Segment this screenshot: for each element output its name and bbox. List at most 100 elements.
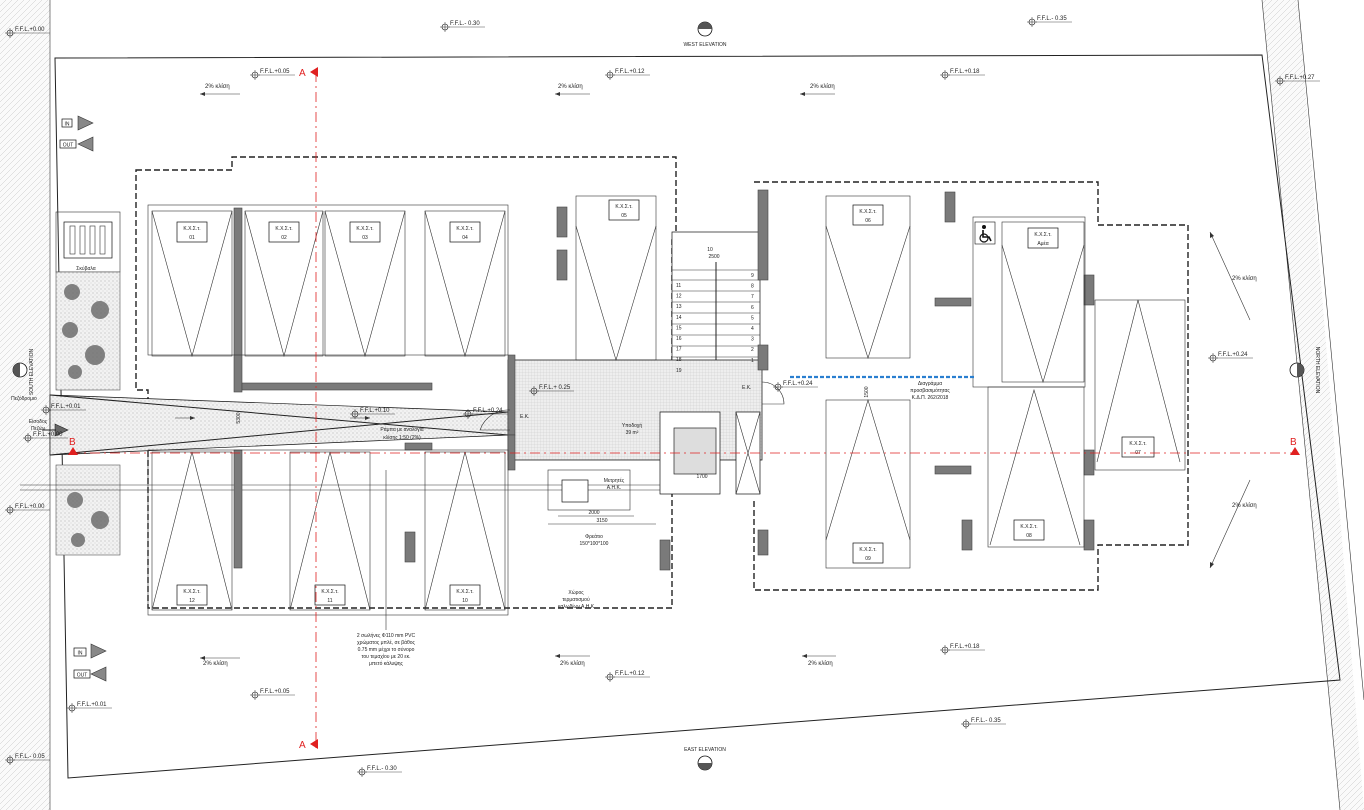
stair-number: 19 [676,368,682,374]
bay-label-text: Κ.Χ.Σ.τ. [1129,441,1146,447]
pvc-note-2: χρώματος μπλέ, σε βάθος [357,639,415,646]
level-marker-label: F.F.L.- 0.05 [15,754,45,760]
bay-label-12: Κ.Χ.Σ.τ. 12 [176,584,208,606]
stair-number: 17 [676,347,682,353]
bay-label-01: Κ.Χ.Σ.τ. 01 [176,221,208,243]
bay-label-05: Κ.Χ.Σ.τ. 05 [608,199,640,221]
stair-number: 2 [751,347,754,353]
south-elevation-label: SOUTH ELEVATION [29,349,35,396]
cable-room-label-3: καλωδίων Α.Η.Κ [558,604,595,610]
stair-number: 9 [751,273,754,279]
in-arrow-top [61,115,94,131]
dimension-1700: 1700 [696,474,707,480]
bay-07-outline [1094,299,1186,471]
bay-label-text: Κ.Χ.Σ.τ. [456,589,473,595]
building-outline-right [753,181,1189,591]
stair-treads [672,262,760,360]
bay-label-text: Κ.Χ.Σ.τ. [275,226,292,232]
bay-number: 12 [189,598,195,604]
accessibility-label-2: προσβασιμότητας [910,387,950,394]
level-marker-label: F.F.L.+0.18 [950,644,980,650]
ramp-label-1: Ράμπα με αναλογία [380,426,423,433]
lobby-label: Υποδοχή [622,422,643,429]
section-arrow-b-right [1290,447,1300,455]
bay-number: 03 [362,235,368,241]
level-marker-label: F.F.L.+0.00 [33,432,63,438]
out-arrow-bottom [73,666,107,682]
section-arrow-a-top [310,67,318,77]
bay-label-text: Κ.Χ.Σ.τ. [615,204,632,210]
bay-label-06: Κ.Χ.Σ.τ. 06 [852,204,884,226]
dimension-5300: 5300 [236,412,242,423]
sidewalk-edge [1297,0,1364,701]
manhole-label-2: 150*100*100 [580,541,609,547]
in-label-bottom: IN [78,651,83,657]
bay-label-07: Κ.Χ.Σ.τ. 07 [1121,436,1155,458]
meters-label-1: Μετρητές [604,477,625,484]
bay-number: 10 [462,598,468,604]
pedestrian-ramp [49,394,509,456]
pedestrian-entry-label-2: Πεζών [31,425,46,432]
parking-bays-right [825,195,1181,569]
cable-room-label-1: Χώρος [568,589,584,596]
manhole-label-1: Φρεάτιο [585,533,603,540]
pvc-note-3: 0.75 mm μέχρι το σύνορο [358,646,415,653]
shaft-cross [735,411,761,495]
bay-label-text: Κ.Χ.Σ.τ. [321,589,338,595]
walls [233,189,1095,571]
bay-number: 02 [281,235,287,241]
garden-bottom [55,464,121,556]
level-marker-label: F.F.L.+0.05 [260,689,290,695]
stair-number: 4 [751,326,754,332]
level-marker-label: F.F.L.+0.24 [473,408,503,414]
pedestrian-entry-label-1: Είσοδος [29,419,48,425]
level-marker-label: F.F.L.+0.24 [1218,352,1248,358]
dimension-3150: 3150 [596,518,607,524]
north-elevation-label: NORTH ELEVATION [1314,347,1320,394]
stair-number: 18 [676,357,682,363]
accessibility-label-3: Κ.Δ.Π. 262/2018 [912,395,949,401]
stair-number: 3 [751,337,754,343]
plant-symbols [62,284,109,547]
dimension-2000: 2000 [588,510,599,516]
meter-area [547,469,631,511]
bay-label-text: Κ.Χ.Σ.τ. [859,209,876,215]
bay-label-text: Κ.Χ.Σ.τ. [356,226,373,232]
pavement-label: Πεζόδρομιο [11,395,37,402]
bay-number: 05 [621,213,627,219]
entrance-door [479,409,511,431]
slope-label: 2% κλίση [205,84,230,90]
level-marker-label: F.F.L.- 0.35 [1037,16,1067,22]
west-elevation-label: WEST ELEVATION [683,42,726,48]
out-label-bottom: OUT [77,673,88,679]
section-b-label-left: B [69,437,76,448]
bay-label-text: Κ.Χ.Σ.τ. [183,589,200,595]
pvc-note-1: 2 σωλήνες Φ110 mm PVC [357,632,416,639]
ek-label: Ε.Κ. [520,414,529,420]
stair-number: 5 [751,315,754,321]
stair-number: 7 [751,294,754,300]
slope-label: 2% κλίση [1232,503,1257,509]
stair-number: 6 [751,305,754,311]
in-label-top: IN [65,122,70,128]
level-marker-label: F.F.L.+0.12 [615,671,645,677]
stair-number: 15 [676,325,682,331]
in-arrow-bottom [73,643,107,659]
level-marker-label: F.F.L.+0.12 [615,69,645,75]
stair-number: 14 [676,315,682,321]
slope-label: 2% κλίση [810,84,835,90]
bay-number: 08 [1026,533,1032,539]
bay-number: 09 [865,556,871,562]
dimension-1500: 1500 [864,386,870,397]
north-sidewalk [1262,0,1364,810]
level-marker-label: F.F.L.+0.05 [260,69,290,75]
bay-number: Αμέα [1037,240,1048,247]
ramp-edge [49,411,509,456]
bay-label-text: Κ.Χ.Σ.τ. [183,226,200,232]
ramp-edge [49,394,509,436]
stair-number: 1 [751,358,754,364]
bay-number: 11 [327,598,332,604]
bay-label-text: Κ.Χ.Σ.τ. [859,547,876,553]
